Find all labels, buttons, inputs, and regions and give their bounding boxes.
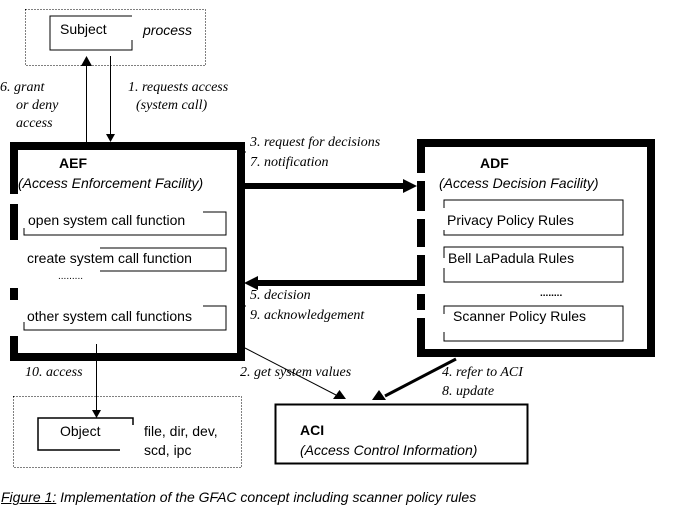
caption-text: Implementation of the GFAC concept inclu… xyxy=(56,489,477,505)
subject-label: Subject xyxy=(60,21,107,37)
request-access-arrowhead xyxy=(106,134,115,142)
refer-aci-label: 4. refer to ACI xyxy=(442,365,523,380)
grant-deny-arrowhead xyxy=(81,56,92,66)
scanner-rules-box xyxy=(443,305,624,342)
create-function-label: create system call function xyxy=(27,250,192,266)
object-label: Object xyxy=(60,423,101,439)
object-box xyxy=(37,417,134,451)
blp-rules-box xyxy=(443,246,624,283)
privacy-rules-label: Privacy Policy Rules xyxy=(447,212,574,228)
other-function-box xyxy=(23,305,227,331)
get-system-values-arrowhead xyxy=(333,390,346,399)
object-types-label-2: scd, ipc xyxy=(144,442,192,458)
acknowledgement-label: 9. acknowledgement xyxy=(250,308,365,323)
privacy-rules-box xyxy=(443,199,624,236)
aef-title: AEF xyxy=(59,155,87,171)
grant-deny-label-2: or deny xyxy=(16,98,59,113)
aef-ellipsis: ......... xyxy=(58,271,84,282)
subject-process-area xyxy=(25,9,206,66)
notification-label: 7. notification xyxy=(250,155,329,170)
adf-ellipsis: ........ xyxy=(540,288,563,299)
blp-rules-label: Bell LaPadula Rules xyxy=(448,250,575,266)
request-decisions-arrowhead xyxy=(403,179,417,193)
aci-title: ACI xyxy=(300,422,325,438)
grant-deny-label-1: 6. grant xyxy=(0,80,45,95)
decision-label: 5. decision xyxy=(250,288,311,303)
aci-box xyxy=(274,403,529,465)
refer-aci-line xyxy=(384,357,457,398)
aci-subtitle: (Access Control Information) xyxy=(300,442,478,458)
adf-title: ADF xyxy=(480,155,509,171)
get-system-values-line xyxy=(244,347,337,396)
get-system-values-label: 2. get system values xyxy=(240,365,352,380)
grant-deny-label-3: access xyxy=(16,116,53,131)
open-function-box xyxy=(23,211,227,236)
refer-aci-arrowhead xyxy=(372,390,386,400)
adf-subtitle: (Access Decision Facility) xyxy=(439,175,599,191)
system-call-label: (system call) xyxy=(136,98,208,113)
figure-caption: Figure 1: Implementation of the GFAC con… xyxy=(1,489,476,505)
update-label: 8. update xyxy=(442,384,495,399)
access-arrowhead xyxy=(92,410,101,418)
object-types-label-1: file, dir, dev, xyxy=(144,423,218,439)
aef-subtitle: (Access Enforcement Facility) xyxy=(18,175,204,191)
create-function-box xyxy=(100,247,227,272)
process-label: process xyxy=(143,22,193,38)
access-label: 10. access xyxy=(25,365,83,380)
decision-arrowhead xyxy=(244,276,258,290)
scanner-rules-label: Scanner Policy Rules xyxy=(453,308,587,324)
object-area xyxy=(13,396,242,468)
request-decisions-label: 3. request for decisions xyxy=(250,135,381,150)
subject-box xyxy=(49,15,133,51)
other-function-label: other system call functions xyxy=(27,308,192,324)
open-function-label: open system call function xyxy=(28,212,186,228)
request-access-label: 1. requests access xyxy=(128,80,229,95)
caption-prefix: Figure 1: xyxy=(1,489,57,505)
